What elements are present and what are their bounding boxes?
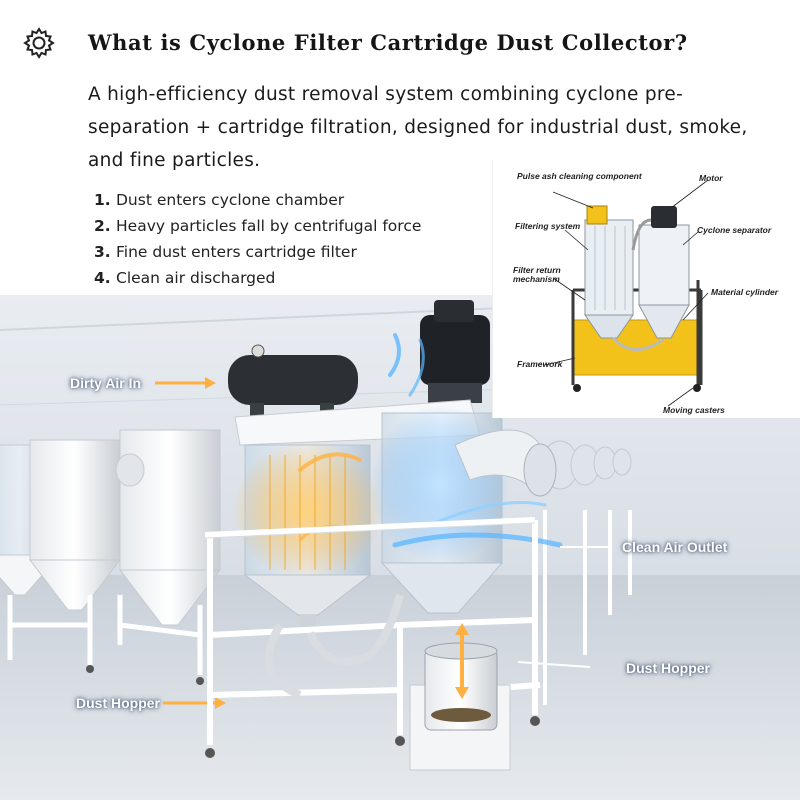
- cartridge-filter-chamber: [233, 440, 383, 633]
- label-filter-return: Filter return mechanism: [513, 265, 561, 284]
- gear-icon: [23, 27, 55, 59]
- background-frames: [7, 595, 203, 675]
- machine-frame: [204, 517, 541, 745]
- step-item: 4.Clean air discharged: [94, 269, 276, 287]
- motor: [420, 300, 490, 403]
- label-cyclone-separator: Cyclone separator: [697, 225, 772, 235]
- process-steps: 1.Dust enters cyclone chamber 2.Heavy pa…: [94, 187, 421, 291]
- diagram-machine: [544, 179, 709, 407]
- header: What is Cyclone Filter Cartridge Dust Co…: [0, 0, 800, 90]
- factory-illustration: [0, 295, 800, 800]
- component-diagram: Pulse ash cleaning component Motor Filte…: [492, 160, 800, 418]
- callout-dust-hopper-left: Dust Hopper: [76, 695, 160, 711]
- page-title: What is Cyclone Filter Cartridge Dust Co…: [88, 30, 688, 55]
- label-filtering-system: Filtering system: [515, 221, 581, 231]
- callout-dirty-air-in: Dirty Air In: [70, 375, 142, 391]
- compressed-air-tank: [228, 344, 358, 417]
- page-subtitle: A high-efficiency dust removal system co…: [88, 84, 748, 171]
- callout-clean-air-outlet: Clean Air Outlet: [622, 539, 728, 555]
- callout-dust-hopper-right: Dust Hopper: [626, 660, 710, 676]
- dust-bin: [409, 642, 511, 771]
- step-item: 1.Dust enters cyclone chamber: [94, 191, 345, 209]
- label-motor: Motor: [699, 173, 723, 183]
- label-framework: Framework: [517, 359, 563, 369]
- background-collector-left: [0, 429, 222, 626]
- step-item: 3.Fine dust enters cartridge filter: [94, 243, 357, 261]
- label-pulse-cleaning: Pulse ash cleaning component: [517, 171, 642, 181]
- label-moving-casters: Moving casters: [663, 405, 725, 415]
- factory-scene: Dirty Air In Clean Air Outlet Dust Hoppe…: [0, 295, 800, 800]
- step-item: 2.Heavy particles fall by centrifugal fo…: [94, 217, 422, 235]
- label-material-cylinder: Material cylinder: [711, 287, 779, 297]
